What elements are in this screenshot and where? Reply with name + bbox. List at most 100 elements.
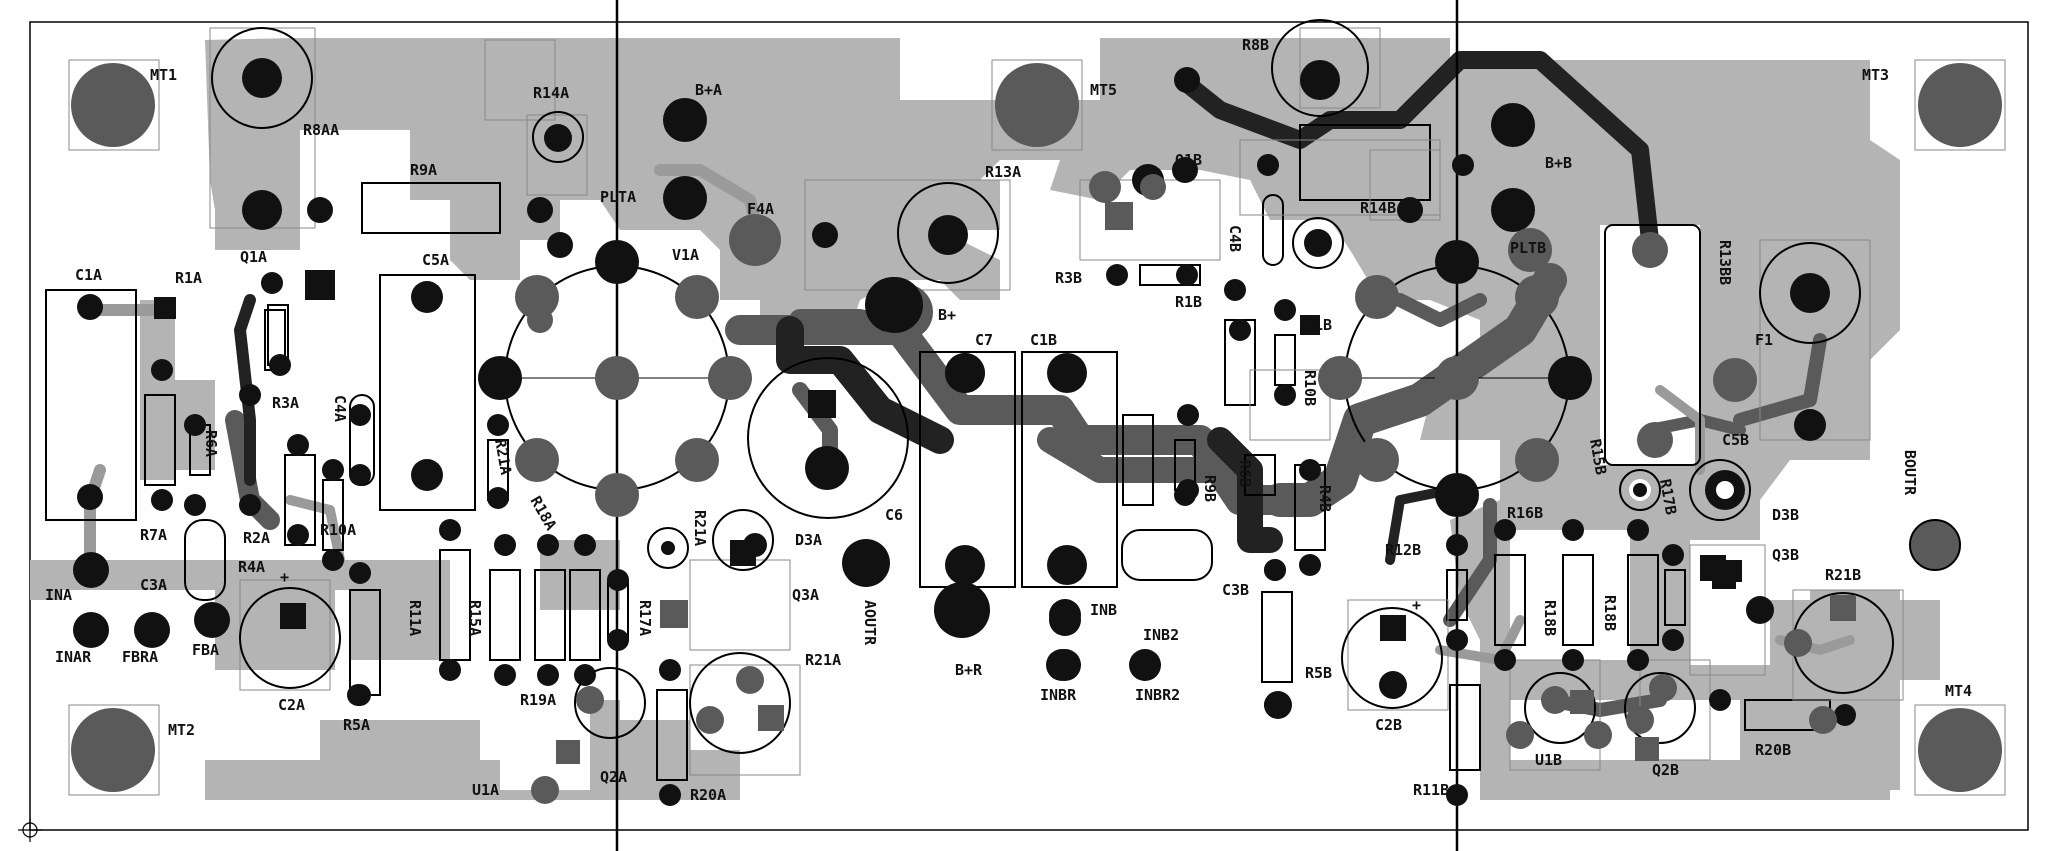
label-c3b: C3B: [1222, 581, 1249, 599]
reference-lines: [615, 0, 1459, 851]
tube-socket-v1a: [478, 240, 752, 517]
label-c5b: C5B: [1722, 431, 1749, 449]
label-r21a: R21A: [805, 651, 841, 669]
label-pltb: PLTB: [1510, 239, 1546, 257]
label-r2a: R2A: [243, 529, 270, 547]
pads-square: [154, 202, 1856, 764]
label-r10a: R10A: [320, 521, 356, 539]
label-mt1: MT1: [150, 66, 177, 84]
label-q1a: Q1A: [240, 248, 267, 266]
label-r3a: R3A: [272, 394, 299, 412]
label-r20a: R20A: [690, 786, 726, 804]
label-r17a: R17A: [636, 600, 654, 636]
label-r13bb: R13BB: [1716, 240, 1734, 285]
pad-centers-dot: [661, 483, 1647, 555]
label-q3b: Q3B: [1772, 546, 1799, 564]
label-u1a: U1A: [472, 781, 499, 799]
label-f1: F1: [1755, 331, 1773, 349]
label-r13a: R13A: [985, 163, 1021, 181]
mount-hole-mt5: [995, 63, 1079, 147]
pads-capacitors: [805, 277, 1087, 636]
label-plus-a: +: [280, 568, 289, 586]
label-r4a: R4A: [238, 558, 265, 576]
label-u1b: U1B: [1535, 751, 1562, 769]
mount-hole-mt2: [71, 708, 155, 792]
mount-hole-mt1: [71, 63, 155, 147]
label-r19a: R19A: [520, 691, 556, 709]
label-r11a: R11A: [406, 600, 424, 636]
label-q2a: Q2A: [600, 768, 627, 786]
label-inb2: INB2: [1143, 626, 1179, 644]
label-bpr: B+R: [955, 661, 983, 679]
label-inb: INB: [1090, 601, 1117, 619]
copper-traces-black: [234, 51, 1659, 565]
label-bpb: B+B: [1545, 154, 1572, 172]
label-d3a: D3A: [795, 531, 822, 549]
label-aoutr: AOUTR: [861, 600, 879, 646]
mount-hole-mt3: [1918, 63, 2002, 147]
label-bplus: B+: [938, 306, 956, 324]
label-r14b: R14B: [1360, 199, 1396, 217]
label-fbra: FBRA: [122, 648, 158, 666]
label-r15b: R15B: [1586, 438, 1610, 477]
label-r18b: R18B: [1541, 600, 1559, 636]
label-c1a: C1A: [75, 266, 102, 284]
label-q2b: Q2B: [1652, 761, 1679, 779]
label-r20b: R20B: [1755, 741, 1791, 759]
label-r1b: R1B: [1175, 293, 1202, 311]
label-r1a: R1A: [175, 269, 202, 287]
label-r12b: R12B: [1385, 541, 1421, 559]
label-r4b: R4B: [1316, 485, 1334, 512]
mounting-holes: [71, 63, 2002, 792]
label-r18b-2: R18B: [1601, 595, 1619, 631]
label-v1b: V1B: [1305, 316, 1332, 334]
label-d3b: D3B: [1772, 506, 1799, 524]
label-c3a: C3A: [140, 576, 167, 594]
origin-marker: [18, 818, 42, 842]
label-r8b: R8B: [1242, 36, 1269, 54]
label-r6b: R6B: [1236, 460, 1254, 487]
pour-clearances: [60, 225, 1770, 790]
label-r16b: R16B: [1507, 504, 1543, 522]
label-r8a: R8AA: [303, 121, 339, 139]
label-r9b: R9B: [1201, 475, 1219, 502]
pads-black: [73, 58, 1856, 806]
label-v1a: V1A: [672, 246, 699, 264]
label-f4a: F4A: [747, 200, 774, 218]
label-r6a: R6A: [202, 430, 220, 457]
label-c6: C6: [885, 506, 903, 524]
label-r21a-v: R21A: [491, 438, 515, 477]
label-plus-b: +: [1412, 596, 1421, 614]
label-q3a: Q3A: [792, 586, 819, 604]
label-mt3: MT3: [1862, 66, 1889, 84]
label-r14a: R14A: [533, 84, 569, 102]
label-c4b: C4B: [1226, 225, 1244, 252]
label-c4a: C4A: [331, 395, 349, 422]
label-inbr2: INBR2: [1135, 686, 1180, 704]
label-r7a: R7A: [140, 526, 167, 544]
label-bpa: B+A: [695, 81, 722, 99]
label-c2b: C2B: [1375, 716, 1402, 734]
label-inar: INAR: [55, 648, 92, 666]
label-r5a: R5A: [343, 716, 370, 734]
label-fba: FBA: [192, 641, 219, 659]
mount-hole-mt4: [1918, 708, 2002, 792]
label-r10b: R10B: [1301, 370, 1319, 406]
label-r3b: R3B: [1055, 269, 1082, 287]
label-r15a: R15A: [466, 600, 484, 636]
labels: MT1 MT5 MT3 MT2 MT4 R8AA Q1A C1A R1A R9A…: [45, 36, 1972, 804]
label-r21b: R21B: [1825, 566, 1861, 584]
label-boutr: BOUTR: [1901, 450, 1919, 496]
label-c2a: C2A: [278, 696, 305, 714]
label-plta: PLTA: [600, 188, 636, 206]
label-r21a-v2: R21A: [691, 510, 709, 546]
label-r5b: R5B: [1305, 664, 1332, 682]
label-inbr: INBR: [1040, 686, 1077, 704]
label-q1b: Q1B: [1175, 151, 1202, 169]
label-r17b: R17B: [1656, 478, 1680, 517]
label-c1b: C1B: [1030, 331, 1057, 349]
label-mt5: MT5: [1090, 81, 1117, 99]
label-ina: INA: [45, 586, 72, 604]
label-c5a: C5A: [422, 251, 449, 269]
